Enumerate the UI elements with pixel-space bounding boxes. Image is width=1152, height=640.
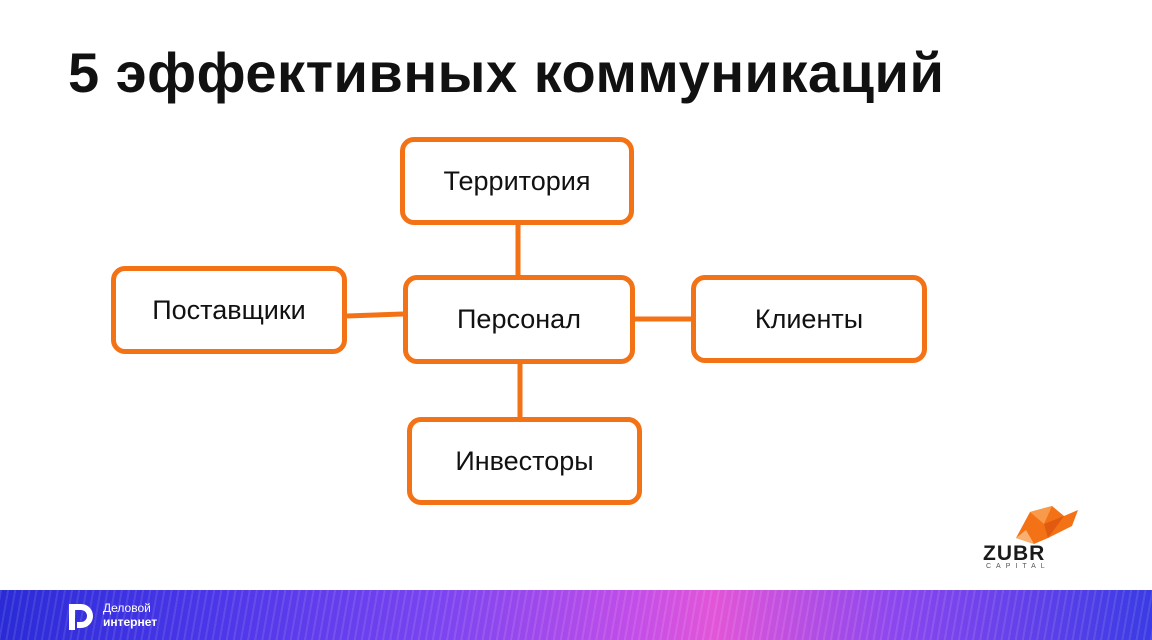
di-logo-icon <box>69 604 93 630</box>
footer-brand-line1: Деловой <box>103 601 151 615</box>
bull-icon <box>1016 506 1078 544</box>
zubr-logo-text: ZUBR <box>983 542 1046 565</box>
node-clients-label: Клиенты <box>754 303 864 334</box>
node-clients: Клиенты <box>691 275 927 363</box>
node-investors: Инвесторы <box>407 417 642 505</box>
node-personnel: Персонал <box>403 275 635 364</box>
node-investors-label: Инвесторы <box>455 445 594 476</box>
slide-title: 5 эффективных коммуникаций <box>68 41 945 104</box>
node-suppliers-label: Поставщики <box>152 294 306 325</box>
footer-band <box>0 590 1152 640</box>
node-suppliers: Поставщики <box>111 266 347 354</box>
zubr-logo-subtext: CAPITAL <box>986 563 1050 570</box>
connector-suppliers <box>346 311 404 319</box>
node-territory: Территория <box>400 137 634 225</box>
node-territory-label: Территория <box>443 165 591 196</box>
footer-brand-line2: интернет <box>103 615 158 629</box>
node-personnel-label: Персонал <box>457 304 581 334</box>
